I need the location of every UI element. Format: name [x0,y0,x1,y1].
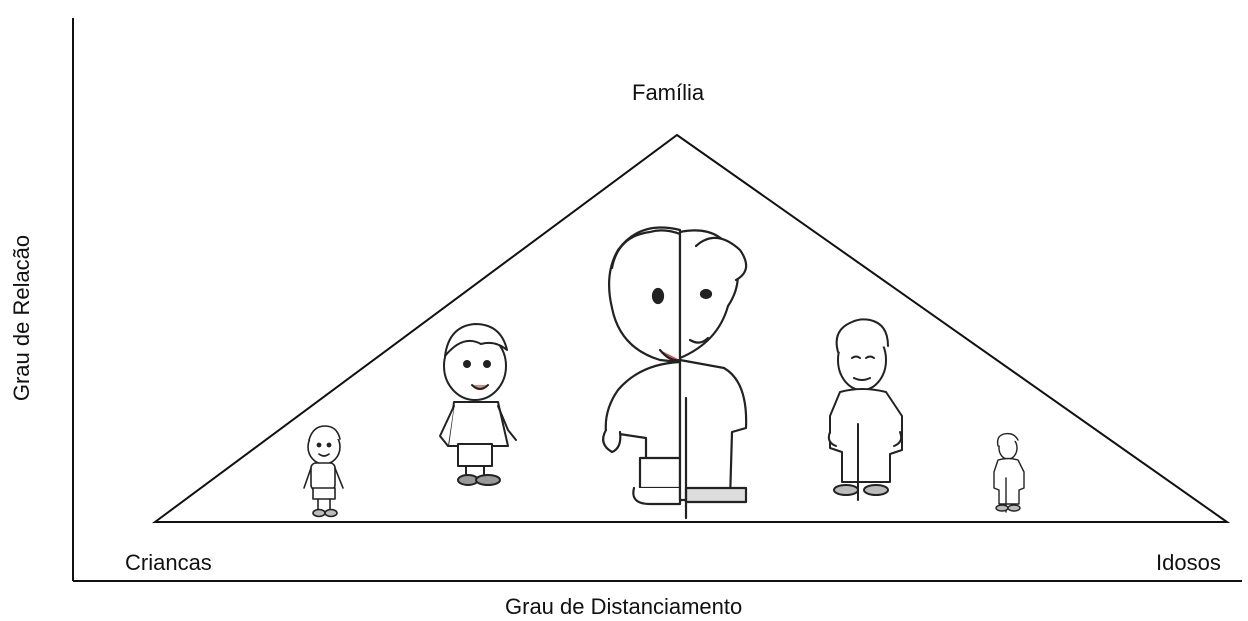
left-label-criancas: Criancas [125,550,212,575]
family-triangle [151,133,1231,523]
child-figure [439,323,517,486]
child-elder-split-figure [601,226,748,520]
y-axis-label: Grau de Relacão [9,234,34,402]
apex-label-familia: Família [632,80,705,105]
x-axis-label: Grau de Distanciamento [505,594,743,619]
small-child-figure [303,425,344,518]
right-label-idosos: Idosos [1156,550,1221,575]
small-elder-figure [993,432,1025,513]
elder-figure [827,318,903,501]
